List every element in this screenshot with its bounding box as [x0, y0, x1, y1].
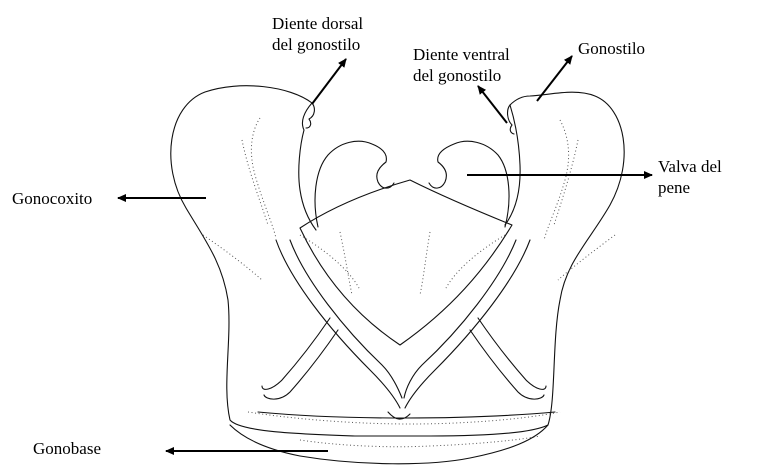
internal-dotted-lines — [203, 118, 615, 447]
label-diente-ventral: Diente ventral del gonostilo — [413, 44, 510, 86]
arrow-gonostilo — [537, 56, 572, 101]
label-diente-dorsal-line1: Diente dorsal — [272, 13, 363, 34]
arrow-diente-ventral — [478, 86, 507, 123]
label-valva-line2: pene — [658, 177, 722, 198]
gonostylus-tips — [306, 103, 514, 134]
label-diente-ventral-line2: del gonostilo — [413, 65, 510, 86]
label-valva: Valva del pene — [658, 156, 722, 198]
label-diente-dorsal: Diente dorsal del gonostilo — [272, 13, 363, 55]
penis-valve-right — [429, 141, 509, 227]
label-arrows — [118, 56, 652, 451]
label-valva-line1: Valva del — [658, 156, 722, 177]
label-gonocoxito: Gonocoxito — [12, 188, 92, 209]
arrow-diente-dorsal — [312, 59, 346, 104]
label-diente-dorsal-line2: del gonostilo — [272, 34, 363, 55]
cross-struts — [262, 240, 546, 408]
penis-valve-left — [315, 141, 394, 227]
label-gonostilo: Gonostilo — [578, 38, 645, 59]
label-diente-ventral-line1: Diente ventral — [413, 44, 510, 65]
label-gonobase: Gonobase — [33, 438, 101, 459]
gonobase-outline — [230, 412, 555, 464]
